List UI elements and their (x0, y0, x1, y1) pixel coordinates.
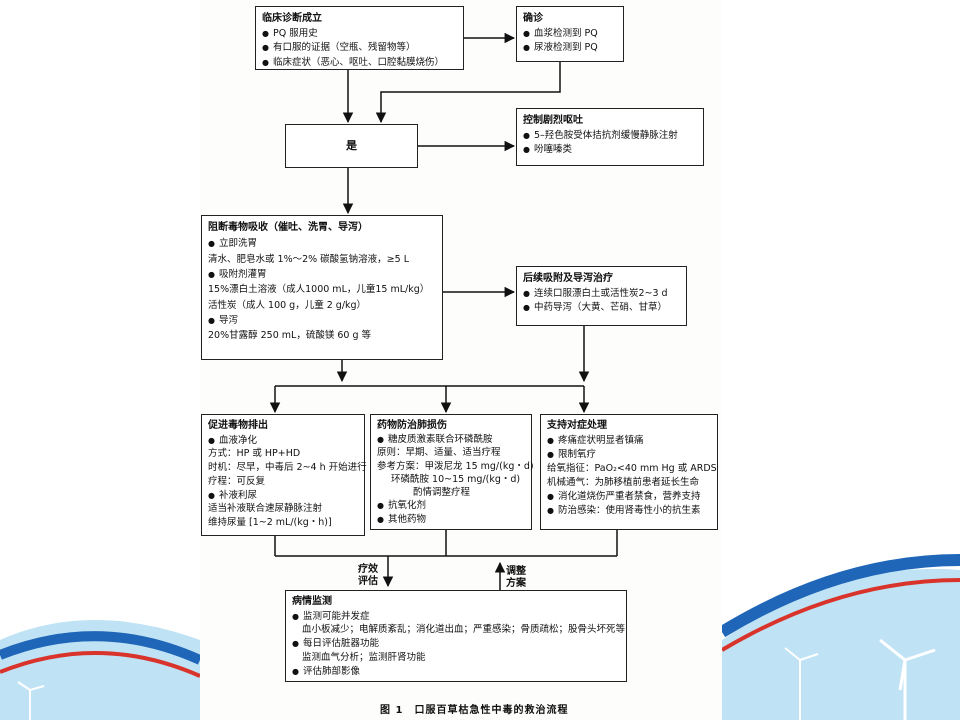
vomit-item: 吩噻嗪类 (523, 143, 697, 158)
monitor-title: 病情监测 (292, 596, 332, 607)
support-line: 防治感染：使用肾毒性小的抗生素 (547, 504, 711, 518)
confirm-item: 血浆检测到 PQ (523, 27, 617, 42)
condition-monitoring-box: 病情监测 监测可能并发症 血小板减少；电解质紊乱；消化道出血；严重感染；骨质疏松… (285, 590, 627, 682)
lung-line: 参考方案：甲泼尼龙 15 mg/(kg・d) (377, 460, 534, 472)
wind-turbine-left-icon (17, 681, 45, 720)
monitor-line: 评估肺部影像 (292, 665, 620, 679)
block-absorption-box: 阻断毒物吸收（催吐、洗胃、导泻） 立即洗胃 清水、肥皂水或 1%～2% 碳酸氢钠… (201, 215, 443, 360)
lung-line: 酌情调整疗程 (413, 487, 471, 499)
yes-label: 是 (346, 139, 357, 153)
wind-turbine-icon (879, 638, 936, 720)
block-line: 清水、肥皂水或 1%～2% 碳酸氢钠溶液，≥5 L (208, 253, 409, 265)
adjust-plan-label: 调整 方案 (506, 566, 526, 589)
lung-line: 其他药物 (377, 513, 525, 526)
confirm-item: 尿液检测到 PQ (523, 41, 617, 56)
support-line: 给氧指征：PaO₂<40 mm Hg 或 ARDS (547, 462, 717, 474)
lung-line: 原则：早期、适量、适当疗程 (377, 447, 501, 459)
excrete-line: 维持尿量 [1~2 mL/(kg・h)] (208, 517, 332, 529)
support-line: 机械通气：为肺移植前患者延长生命 (547, 476, 700, 488)
block-title: 阻断毒物吸收（催吐、洗胃、导泻） (208, 222, 368, 233)
clinical-item: 临床症状（恶心、呕吐、口腔黏膜烧伤） (262, 56, 457, 71)
lung-line: 环磷酰胺 10~15 mg/(kg・d) (391, 473, 521, 485)
monitor-line: 每日评估脏器功能 (292, 637, 620, 651)
monitor-line: 监测血气分析；监测肝肾功能 (302, 651, 426, 663)
block-line: 活性炭（成人 100 g，儿童 2 g/kg） (208, 299, 367, 311)
excrete-line: 适当补液联合速尿静脉注射 (208, 503, 323, 515)
followup-title: 后续吸附及导泻治疗 (523, 273, 613, 284)
followup-item: 中药导泻（大黄、芒硝、甘草） (523, 301, 680, 316)
block-line: 20%甘露醇 250 mL，硫酸镁 60 g 等 (208, 330, 372, 342)
block-line: 导泻 (208, 313, 436, 328)
left-red-wave (0, 650, 201, 678)
support-line: 限制氧疗 (547, 448, 711, 462)
excrete-title: 促进毒物排出 (208, 420, 268, 431)
monitor-line: 血小板减少；电解质紊乱；消化道出血；严重感染；骨质疏松；股骨头坏死等 (302, 624, 626, 636)
clinical-item: PQ 服用史 (262, 27, 457, 42)
support-line: 疼痛症状明显者镇痛 (547, 434, 711, 448)
support-line: 消化道烧伤严重者禁食，营养支持 (547, 490, 711, 504)
followup-item: 连续口服漂白土或活性炭2~3 d (523, 287, 680, 302)
efficacy-eval-label: 疗效 评估 (358, 564, 378, 587)
excrete-line: 疗程：可反复 (208, 475, 266, 487)
right-red-wave (720, 578, 960, 652)
right-blue-wave (718, 554, 960, 638)
excrete-line: 补液利尿 (208, 489, 358, 503)
vomit-title: 控制剧烈呕吐 (523, 115, 583, 126)
lung-injury-box: 药物防治肺损伤 糖皮质激素联合环磷酰胺 原则：早期、适量、适当疗程 参考方案：甲… (370, 414, 534, 530)
vomit-item: 5–羟色胺受体拮抗剂缓慢静脉注射 (523, 129, 697, 144)
figure-caption: 图 1 口服百草枯急性中毒的救治流程 (380, 705, 569, 716)
excrete-line: 血液净化 (208, 434, 358, 448)
lung-line: 糖皮质激素联合环磷酰胺 (377, 433, 525, 446)
block-line: 15%漂白土溶液（成人1000 mL，儿童15 mL/kg） (208, 284, 430, 296)
confirm-title: 确诊 (523, 13, 543, 24)
block-line: 立即洗胃 (208, 236, 436, 251)
clinical-item: 有口服的证据（空瓶、残留物等） (262, 41, 457, 56)
supportive-care-box: 支持对症处理 疼痛症状明显者镇痛 限制氧疗 给氧指征：PaO₂<40 mm Hg… (540, 414, 718, 530)
excrete-line: 时机：尽早，中毒后 2~4 h 开始进行 (208, 462, 367, 474)
followup-box: 后续吸附及导泻治疗 连续口服漂白土或活性炭2~3 d 中药导泻（大黄、芒硝、甘草… (516, 266, 687, 326)
confirm-diagnosis-box: 确诊 血浆检测到 PQ 尿液检测到 PQ (516, 6, 624, 62)
support-title: 支持对症处理 (547, 420, 607, 431)
lung-title: 药物防治肺损伤 (377, 420, 447, 431)
control-vomiting-box: 控制剧烈呕吐 5–羟色胺受体拮抗剂缓慢静脉注射 吩噻嗪类 (516, 108, 704, 166)
block-line: 吸附剂灌胃 (208, 267, 436, 282)
monitor-line: 监测可能并发症 (292, 610, 620, 624)
yes-box: 是 (285, 124, 418, 168)
left-blue-wave (0, 631, 203, 665)
excrete-line: 方式：HP 或 HP+HD (208, 448, 301, 460)
wind-turbine-small-icon (784, 647, 819, 720)
promote-excretion-box: 促进毒物排出 血液净化 方式：HP 或 HP+HD 时机：尽早，中毒后 2~4 … (201, 414, 367, 536)
clinical-diagnosis-box: 临床诊断成立 PQ 服用史 有口服的证据（空瓶、残留物等） 临床症状（恶心、呕吐… (255, 6, 464, 70)
clinical-diagnosis-title: 临床诊断成立 (262, 13, 322, 24)
lung-line: 抗氧化剂 (377, 499, 525, 512)
